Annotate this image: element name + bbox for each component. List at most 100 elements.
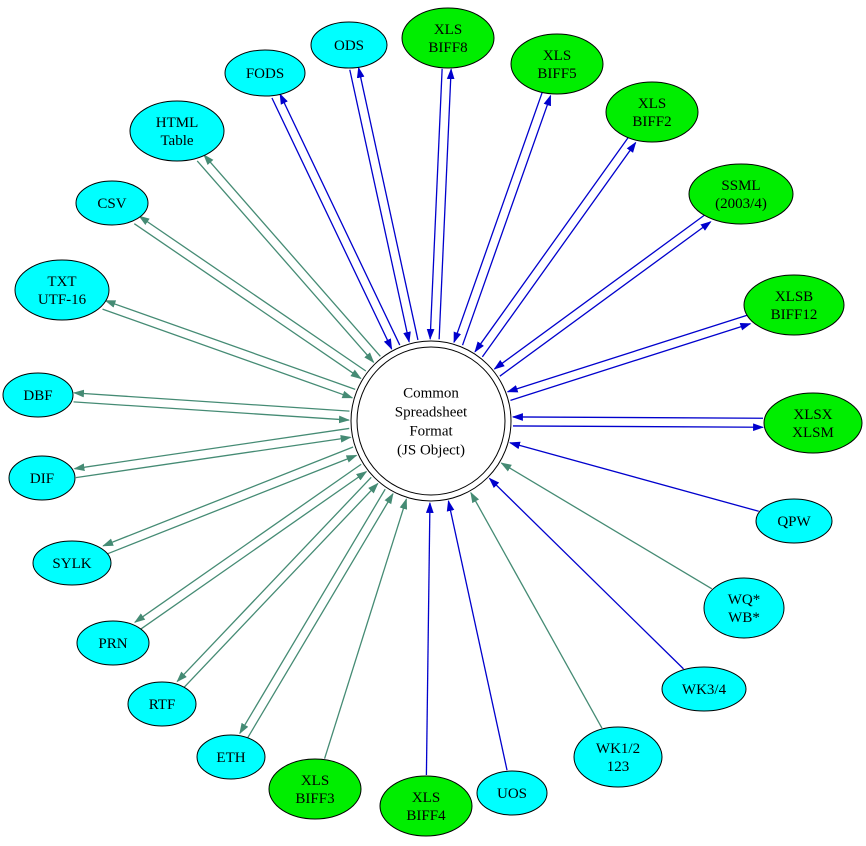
edge-eth-out [239,488,386,735]
node-dbf: DBF [2,372,74,418]
node-wk34-shape [661,666,747,712]
node-ssml-label: SSML(2003/4) [715,178,767,212]
center-node-inner-circle [356,346,506,496]
node-rtf: RTF [127,681,197,727]
edge-prn-in [139,470,368,631]
node-html-table-shape [129,100,225,162]
node-xls-biff4-shape [379,775,473,837]
node-qpw: QPW [755,498,833,544]
edge-sylk-out [102,446,354,547]
edge-eth-in [247,492,394,739]
node-xls-biff3-shape [268,758,362,820]
edge-ods-out [356,66,419,341]
node-sylk-label: SYLK [52,556,91,572]
node-uos-shape [476,770,548,816]
edge-fods-out [279,93,401,346]
node-dbf-label: DBF [23,388,52,404]
node-wq-wb: WQ*WB* [703,577,785,639]
edge-rtf-in [183,482,379,689]
node-ods-shape [310,21,388,69]
edge-ssml-in [493,214,706,370]
edge-uos-in [446,500,508,771]
edge-xlsb-in [506,314,748,393]
node-xlsb-shape [743,274,845,336]
node-fods: FODS [224,49,306,97]
node-ods-label: ODS [334,38,364,54]
node-rtf-shape [127,681,197,727]
edge-txt-utf16-out [104,300,356,390]
edge-dbf-out [73,389,350,412]
node-uos-label: UOS [497,786,527,802]
edge-dbf-in [73,401,350,424]
edge-ssml-out [499,221,712,377]
node-prn-label: PRN [98,636,127,652]
edges-layer [73,66,765,776]
edge-xls-biff5-out [461,94,552,346]
node-uos: UOS [476,770,548,816]
node-csv-label: CSV [97,196,126,212]
edge-html-table-in [196,160,375,364]
node-fods-shape [224,49,306,97]
edge-sylk-in [106,454,358,555]
edge-xls-biff8-in [426,68,443,340]
node-dif-label: DIF [30,471,54,487]
node-eth-shape [196,734,266,780]
edge-xls-biff3-in [323,498,408,759]
node-sylk: SYLK [32,540,112,586]
node-wq-wb-label: WQ*WB* [728,592,761,626]
node-xls-biff5-shape [510,33,604,95]
edge-dif-out [73,427,350,472]
edge-ods-in [349,69,411,343]
node-dif-shape [8,455,76,501]
node-dif: DIF [8,455,76,501]
node-rtf-label: RTF [149,697,176,713]
edge-wq-wb-in [500,462,713,590]
edge-csv-in [133,223,362,380]
node-wk12-123-shape [573,726,663,788]
edge-csv-out [138,215,367,372]
node-ods: ODS [310,21,388,69]
node-csv-shape [75,180,149,226]
edge-qpw-in [508,441,759,512]
node-qpw-label: QPW [777,514,811,530]
node-sylk-shape [32,540,112,586]
node-prn: PRN [76,620,150,666]
edge-xls-biff2-out [481,141,637,358]
edge-wk34-in [488,477,684,670]
node-eth-label: ETH [216,750,245,766]
node-wk34-label: WK3/4 [682,682,727,698]
node-wq-wb-shape [703,577,785,639]
edge-xls-biff4-in [425,501,434,776]
node-fods-label: FODS [246,66,284,82]
node-xls-biff8-shape [401,7,495,69]
edge-xls-biff2-in [474,137,629,353]
edge-xlsb-out [510,323,752,401]
edge-wk12-123-in [470,491,603,729]
node-qpw-shape [755,498,833,544]
edge-html-table-out [203,154,381,357]
node-csv: CSV [75,180,149,226]
